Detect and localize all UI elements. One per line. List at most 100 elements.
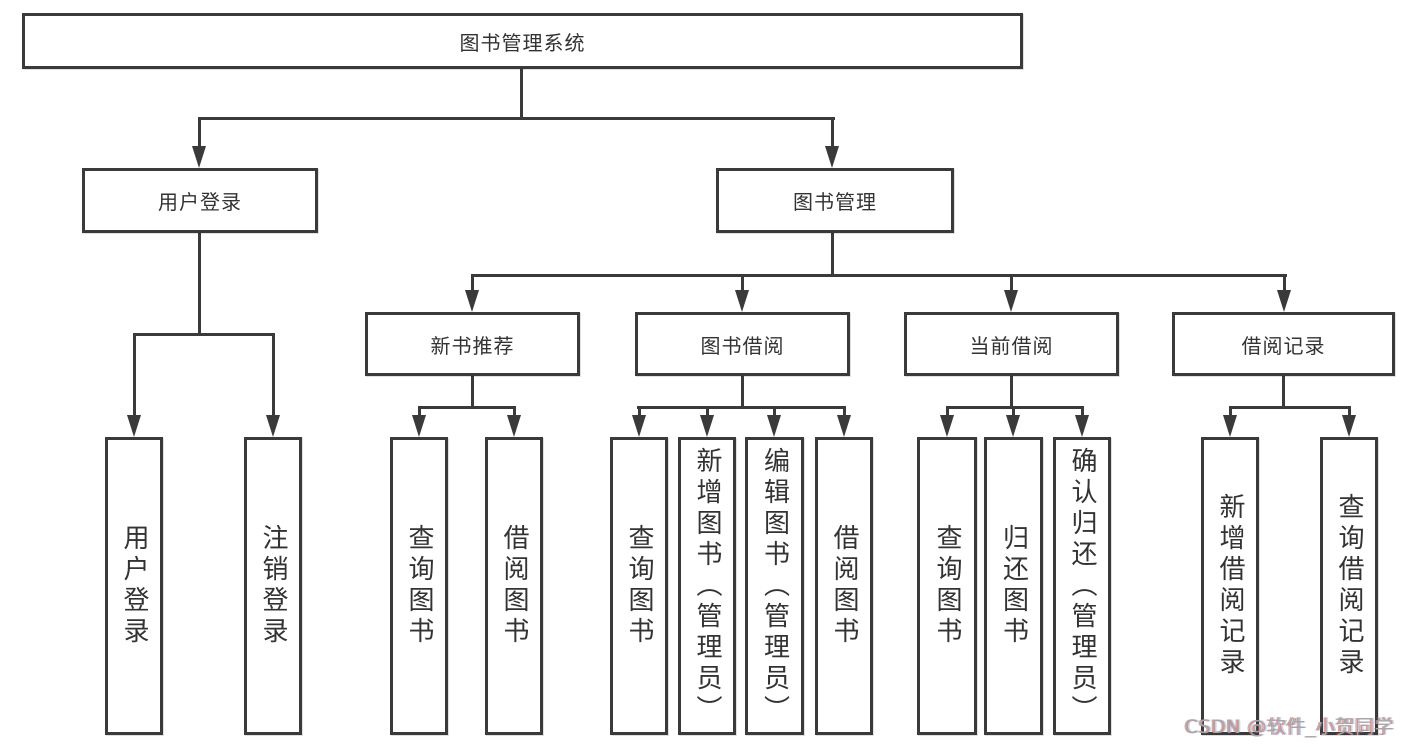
connector-group3-hline bbox=[946, 406, 1084, 409]
arrow-group3-leaf2 bbox=[1006, 407, 1020, 437]
arrow-stem bbox=[197, 118, 201, 146]
leaf-borrow-query-books-label: 查询图书 bbox=[624, 524, 654, 648]
connector-group2-stem bbox=[741, 374, 744, 409]
node-current-borrow: 当前借阅 bbox=[904, 312, 1119, 376]
arrow-stem bbox=[740, 276, 744, 290]
leaf-current-query-books-label: 查询图书 bbox=[932, 524, 962, 648]
arrow-group4-leaf2 bbox=[1342, 407, 1356, 437]
node-root-label: 图书管理系统 bbox=[459, 30, 586, 55]
arrow-group3-leaf1 bbox=[940, 407, 954, 437]
arrow-down-icon bbox=[412, 415, 426, 437]
node-book-management-label: 图书管理 bbox=[793, 190, 877, 214]
arrow-down-icon bbox=[1223, 415, 1237, 437]
arrow-to-leaf-logout bbox=[266, 334, 280, 437]
node-current-borrow-label: 当前借阅 bbox=[969, 333, 1054, 358]
leaf-rec-borrow-books-label: 借阅图书 bbox=[499, 524, 529, 648]
node-new-book-recommend: 新书推荐 bbox=[365, 312, 580, 376]
leaf-add-borrow-record-label: 新增借阅记录 bbox=[1215, 493, 1245, 679]
node-book-borrow-label: 图书借阅 bbox=[700, 333, 785, 358]
leaf-borrow-books-label: 借阅图书 bbox=[829, 524, 859, 648]
arrow-down-icon bbox=[940, 415, 954, 437]
connector-group1-stem bbox=[471, 374, 474, 409]
arrow-down-icon bbox=[266, 415, 280, 437]
leaf-add-books-admin: 新增图书（管理员） bbox=[678, 437, 736, 735]
connector-group4-hline bbox=[1229, 406, 1351, 409]
leaf-logout: 注销登录 bbox=[244, 437, 302, 735]
leaf-confirm-return-admin-label: 确认归还（管理员） bbox=[1067, 446, 1097, 726]
arrow-down-icon bbox=[1004, 290, 1018, 312]
arrow-stem bbox=[830, 118, 834, 146]
arrow-down-icon bbox=[465, 290, 479, 312]
arrow-group1-leaf2 bbox=[507, 407, 521, 437]
arrow-group2-leaf2 bbox=[700, 407, 714, 437]
leaf-add-books-admin-label: 新增图书（管理员） bbox=[692, 446, 722, 726]
node-user-login-label: 用户登录 bbox=[158, 190, 242, 214]
connector-group3-stem bbox=[1010, 374, 1013, 409]
arrow-down-icon bbox=[127, 415, 141, 437]
arrow-stem bbox=[1347, 407, 1351, 415]
connector-group1-hline bbox=[418, 406, 516, 409]
arrow-stem bbox=[417, 407, 421, 415]
arrow-down-icon bbox=[735, 290, 749, 312]
leaf-borrow-books: 借阅图书 bbox=[815, 437, 873, 735]
node-book-management: 图书管理 bbox=[716, 168, 954, 233]
arrow-to-book-borrow bbox=[735, 276, 749, 312]
arrow-stem bbox=[1282, 276, 1286, 290]
arrow-to-book-management bbox=[825, 118, 839, 168]
arrow-stem bbox=[512, 407, 516, 415]
arrow-down-icon bbox=[632, 415, 646, 437]
arrow-down-icon bbox=[825, 146, 839, 168]
leaf-rec-borrow-books: 借阅图书 bbox=[485, 437, 543, 735]
arrow-group3-leaf3 bbox=[1075, 407, 1089, 437]
node-user-login: 用户登录 bbox=[82, 168, 318, 233]
node-borrow-record: 借阅记录 bbox=[1172, 312, 1395, 376]
arrow-stem bbox=[470, 276, 474, 290]
leaf-borrow-query-books: 查询图书 bbox=[610, 437, 668, 735]
leaf-current-query-books: 查询图书 bbox=[917, 437, 977, 735]
leaf-logout-label: 注销登录 bbox=[258, 524, 288, 648]
node-new-book-recommend-label: 新书推荐 bbox=[430, 333, 515, 358]
arrow-stem bbox=[772, 407, 776, 415]
arrow-down-icon bbox=[1006, 415, 1020, 437]
leaf-query-borrow-record-label: 查询借阅记录 bbox=[1334, 493, 1364, 679]
arrow-group4-leaf1 bbox=[1223, 407, 1237, 437]
node-borrow-record-label: 借阅记录 bbox=[1241, 333, 1326, 358]
arrow-to-new-book-recommend bbox=[465, 276, 479, 312]
arrow-down-icon bbox=[1342, 415, 1356, 437]
arrow-stem bbox=[705, 407, 709, 415]
leaf-query-borrow-record: 查询借阅记录 bbox=[1320, 437, 1378, 735]
leaf-return-books: 归还图书 bbox=[984, 437, 1043, 735]
arrow-stem bbox=[637, 407, 641, 415]
arrow-group1-leaf1 bbox=[412, 407, 426, 437]
arrow-down-icon bbox=[837, 415, 851, 437]
connector-user-login-stem bbox=[198, 231, 201, 336]
connector-book-management-stem bbox=[831, 231, 834, 276]
csdn-watermark: CSDN @软件_小贺同学 bbox=[1185, 716, 1395, 738]
node-root: 图书管理系统 bbox=[22, 13, 1023, 69]
connector-group4-stem bbox=[1282, 374, 1285, 409]
leaf-confirm-return-admin: 确认归还（管理员） bbox=[1053, 437, 1111, 735]
arrow-group2-leaf1 bbox=[632, 407, 646, 437]
arrow-down-icon bbox=[507, 415, 521, 437]
leaf-return-books-label: 归还图书 bbox=[998, 524, 1029, 648]
arrow-stem bbox=[271, 334, 275, 415]
arrow-down-icon bbox=[767, 415, 781, 437]
connector-level1-hline bbox=[198, 117, 835, 120]
arrow-to-current-borrow bbox=[1004, 276, 1018, 312]
arrow-down-icon bbox=[700, 415, 714, 437]
leaf-add-borrow-record: 新增借阅记录 bbox=[1201, 437, 1259, 735]
arrow-group2-leaf3 bbox=[767, 407, 781, 437]
arrow-stem bbox=[1228, 407, 1232, 415]
connector-group2-hline bbox=[637, 406, 846, 409]
arrow-stem bbox=[1080, 407, 1084, 415]
connector-root-stem bbox=[520, 66, 523, 119]
arrow-stem bbox=[945, 407, 949, 415]
leaf-edit-books-admin-label: 编辑图书（管理员） bbox=[759, 446, 790, 726]
arrow-stem bbox=[1011, 407, 1015, 415]
arrow-to-borrow-record bbox=[1277, 276, 1291, 312]
arrow-to-leaf-user-login bbox=[127, 334, 141, 437]
arrow-stem bbox=[132, 334, 136, 415]
leaf-user-login-label: 用户登录 bbox=[119, 524, 149, 648]
leaf-edit-books-admin: 编辑图书（管理员） bbox=[745, 437, 804, 735]
